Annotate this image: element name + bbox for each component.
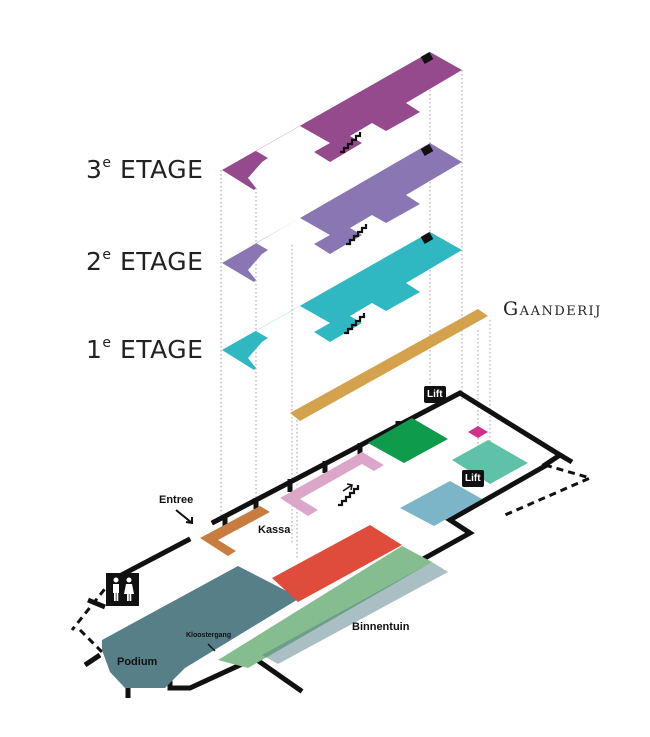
up-arrow-icon [342,483,353,492]
ground-floor [70,390,595,698]
entree-label: Entree [159,494,194,506]
red-area [272,525,402,602]
floor-1-label: 1e ETAGE [86,334,204,364]
floor-3-lift-marker [420,52,434,64]
podium-area [102,566,300,688]
gaanderij-strip [290,309,488,421]
floor-1-lift-marker [420,232,434,244]
floor-3-label: 3e ETAGE [86,154,204,184]
floor-1-slab [222,232,462,370]
dark-green-area [368,418,448,463]
floor-2-lift-marker [420,144,434,156]
binnentuin-label: Binnentuin [352,621,410,633]
kloostergang-label: Kloostergang [186,632,232,639]
kloostergang-strip [262,562,448,664]
entrance-arrow-icon [175,509,193,525]
lift-badge-top: Lift [424,386,446,403]
magenta-marker [468,426,488,438]
floor-2-label: 2e ETAGE [86,246,204,276]
teal-area [452,440,528,484]
kloostergang-arrow-icon [207,643,216,652]
toilet-icon [106,573,139,606]
lift-badge-mid: Lift [462,470,484,487]
stairs-icon [338,485,360,507]
stairs-icon [344,313,366,335]
blue-area [400,481,482,526]
binnentuin-strip [218,546,432,668]
stairs-icon [340,132,362,154]
kassa-label: Kassa [258,524,291,536]
floor-2-slab [222,143,462,282]
floor-3-slab [222,52,462,190]
stairs-icon [346,224,368,246]
kassa-desk [200,506,270,556]
podium-label: Podium [117,656,158,668]
gaanderij-label: Gaanderij [503,298,602,320]
